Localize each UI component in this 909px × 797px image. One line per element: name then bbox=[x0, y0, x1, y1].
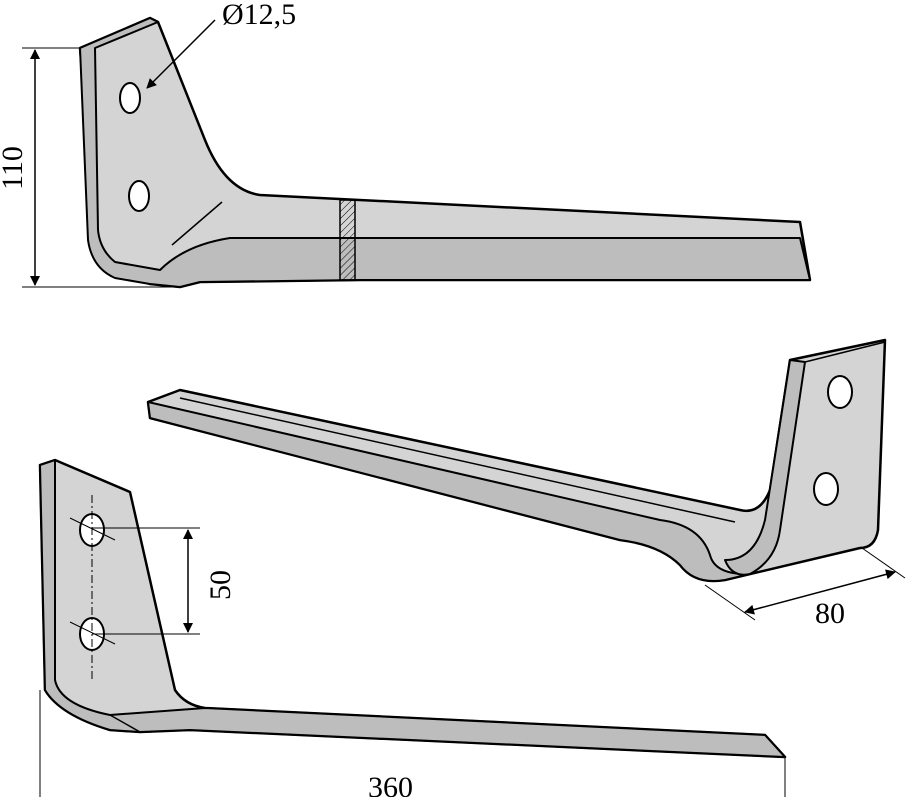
hole-diameter-label: Ø12,5 bbox=[222, 0, 296, 31]
length-dimension-label: 360 bbox=[368, 771, 413, 797]
width-dimension-label: 80 bbox=[815, 597, 845, 630]
blade-perspective-view: 80 bbox=[146, 338, 906, 630]
width-dimension-line bbox=[744, 569, 896, 615]
section-hatch bbox=[339, 199, 356, 281]
blade-side-view: 110 Ø12,5 bbox=[0, 0, 812, 289]
mount-hole bbox=[827, 375, 853, 409]
height-dimension-label: 110 bbox=[0, 146, 29, 190]
blade-front-view: 50 360 bbox=[38, 458, 787, 797]
mount-hole bbox=[119, 82, 141, 114]
mount-hole bbox=[128, 180, 150, 212]
hole-spacing-label: 50 bbox=[204, 570, 237, 600]
hole-diameter-leader bbox=[146, 19, 216, 89]
mount-hole bbox=[813, 472, 839, 506]
